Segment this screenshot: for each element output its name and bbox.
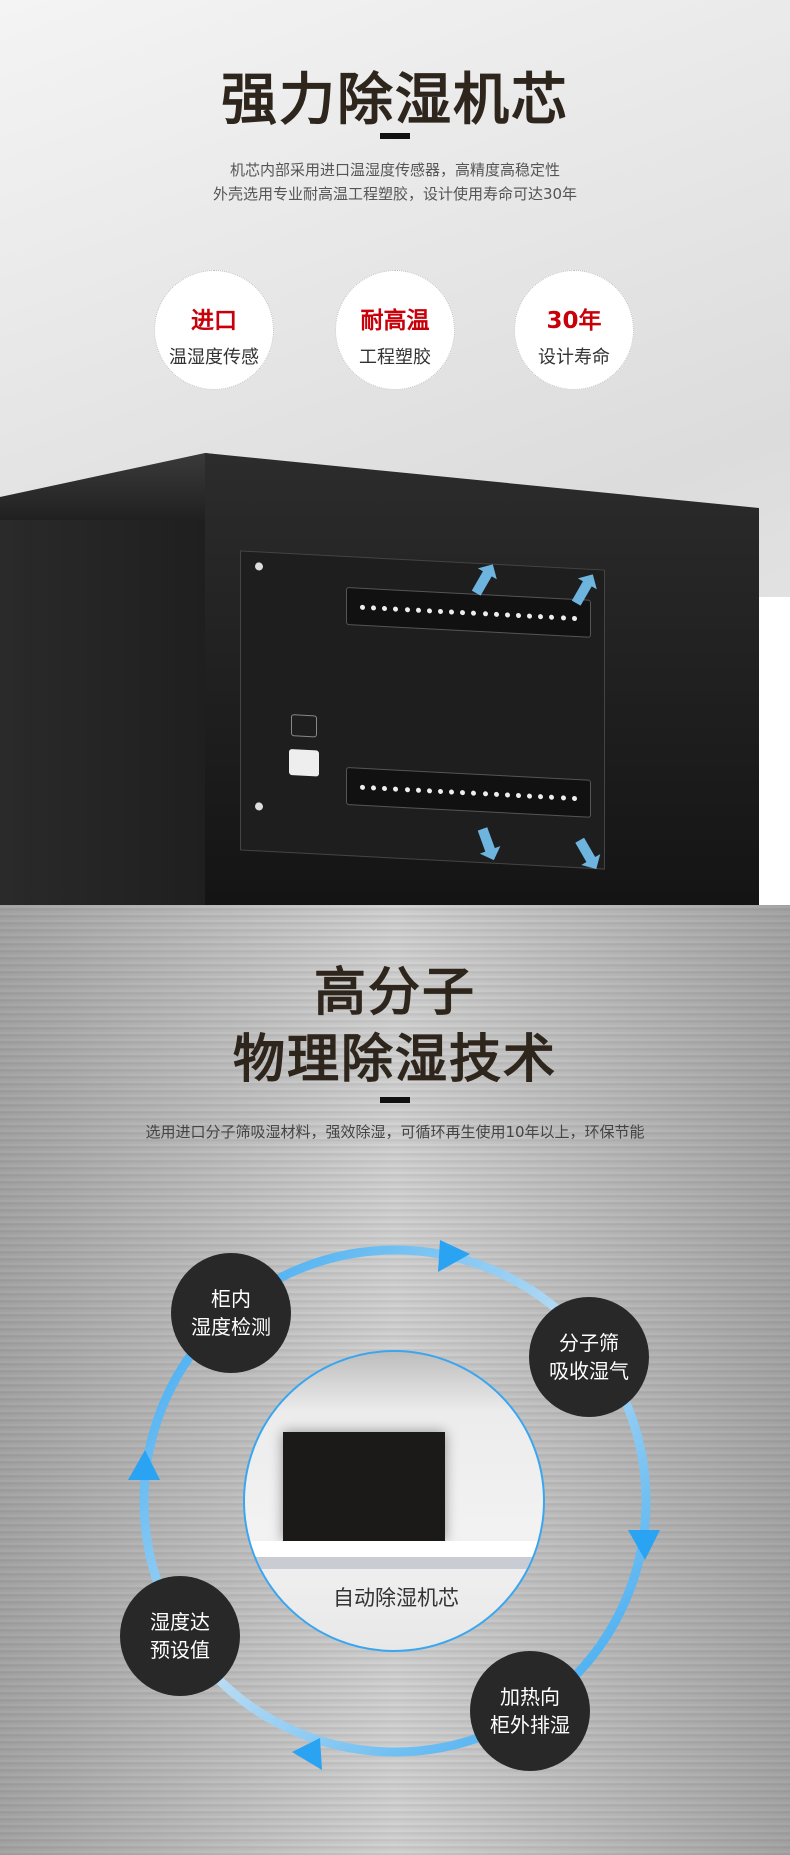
cycle-step: 分子筛 吸收湿气: [529, 1297, 649, 1417]
cycle-step: 湿度达 预设值: [120, 1576, 240, 1696]
title-divider: [380, 133, 410, 139]
cycle-step: 加热向 柜外排湿: [470, 1651, 590, 1771]
dehumidifier-core-image: [283, 1432, 445, 1541]
cycle-step: 柜内 湿度检测: [171, 1253, 291, 1373]
feature-badge: 进口 温湿度传感: [154, 270, 274, 390]
cycle-step-line: 柜外排湿: [490, 1713, 570, 1737]
cycle-step-line: 柜内: [211, 1287, 251, 1311]
cycle-step-line: 吸收湿气: [549, 1359, 629, 1383]
section-title: 物理除湿技术: [232, 1030, 557, 1090]
cycle-step-line: 湿度达: [150, 1610, 210, 1634]
edge-strip: [759, 597, 790, 905]
feature-title: 30年: [546, 308, 602, 334]
feature-desc: 工程塑胶: [359, 347, 431, 368]
core-image-circle: 自动除湿机芯: [243, 1350, 545, 1652]
cycle-step-line: 预设值: [150, 1638, 210, 1662]
title-divider: [380, 1097, 410, 1103]
feature-desc: 温湿度传感: [169, 347, 259, 368]
feature-badge: 30年 设计寿命: [514, 270, 634, 390]
shelf-edge: [245, 1557, 543, 1569]
description-line: 外壳选用专业耐高温工程塑胶，设计使用寿命可达30年: [212, 185, 578, 203]
description-line: 机芯内部采用进口温湿度传感器，高精度高稳定性: [229, 161, 560, 179]
core-label: 自动除湿机芯: [333, 1586, 459, 1610]
cycle-arrow-icon: [628, 1530, 660, 1560]
feature-badge: 耐高温 工程塑胶: [335, 270, 455, 390]
cycle-arrow-icon: [128, 1450, 160, 1480]
cabinet-side: [0, 520, 205, 905]
section-title: 高分子: [313, 963, 476, 1023]
cycle-step-line: 湿度检测: [191, 1315, 271, 1339]
cycle-ring-path: [139, 1245, 651, 1757]
feature-title: 进口: [191, 308, 237, 334]
cycle-step-line: 加热向: [500, 1685, 560, 1709]
section-core: 强力除湿机芯 机芯内部采用进口温湿度传感器，高精度高稳定性 外壳选用专业耐高温工…: [0, 0, 790, 905]
cycle-step-line: 分子筛: [559, 1331, 619, 1355]
cycle-arrow-icon: [438, 1240, 470, 1272]
section-description: 选用进口分子筛吸湿材料，强效除湿，可循环再生使用10年以上，环保节能: [145, 1123, 645, 1141]
shelf: [245, 1541, 543, 1557]
feature-title: 耐高温: [360, 308, 430, 334]
section-title: 强力除湿机芯: [221, 68, 569, 133]
feature-desc: 设计寿命: [538, 347, 610, 368]
cycle-arrow-icon: [292, 1738, 322, 1770]
